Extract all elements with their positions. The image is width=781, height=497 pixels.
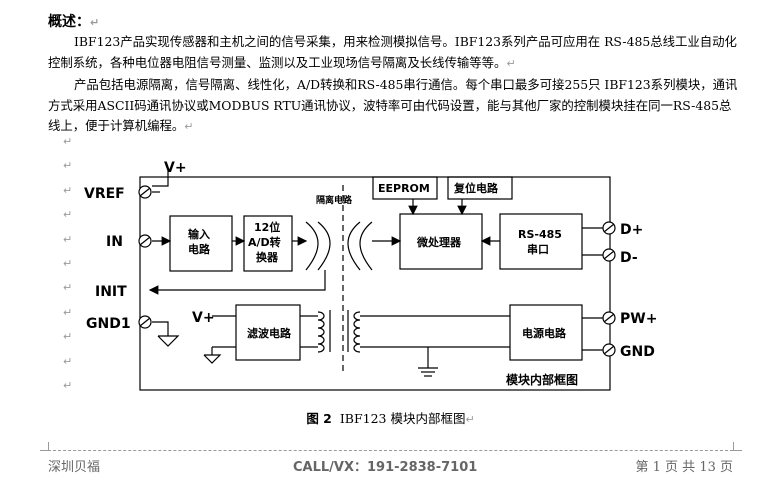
- margin-corner-right: [733, 442, 742, 451]
- label-in: IN: [106, 234, 123, 250]
- paragraph-features: 产品包括电源隔离，信号隔离、线性化，A/D转换和RS-485串行通信。每个串口最…: [48, 77, 738, 133]
- label-vref: VREF: [84, 186, 125, 202]
- module-frame: [139, 176, 611, 391]
- label-adc-1: 12位: [254, 220, 280, 234]
- rs485-block: [499, 213, 583, 270]
- terminal-dplus: [602, 221, 616, 235]
- power-block: [509, 304, 583, 361]
- label-gnd: GND: [620, 344, 655, 360]
- label-rs485-1: RS-485: [518, 228, 562, 241]
- label-eeprom: EEPROM: [378, 182, 430, 195]
- terminal-gnd1: [138, 315, 152, 329]
- label-filter: 滤波电路: [247, 326, 292, 340]
- label-mcu: 微处理器: [416, 235, 462, 249]
- label-dplus: D+: [620, 222, 643, 238]
- terminal-dminus: [602, 248, 616, 262]
- terminal-gnd: [602, 343, 616, 357]
- label-input-circuit-1: 输入: [188, 227, 210, 241]
- label-gnd1: GND1: [86, 316, 131, 332]
- margin-corner-left: [40, 442, 49, 451]
- label-reset: 复位电路: [453, 181, 499, 195]
- label-input-circuit-2: 电路: [188, 242, 211, 256]
- label-init: INIT: [95, 284, 127, 300]
- footer-divider: [48, 450, 733, 451]
- label-vplus-top: V+: [164, 160, 187, 176]
- eeprom-block: [372, 176, 438, 200]
- label-box-title: 模块内部框图: [506, 372, 578, 387]
- footer-page-number: 第 1 页 共 13 页: [635, 460, 733, 475]
- adc-block: [243, 215, 293, 272]
- terminal-in: [138, 234, 152, 248]
- paragraph-overview: IBF123产品实现传感器和主机之间的信号采集，用来检测模拟信号。IBF123系…: [48, 34, 737, 70]
- input-circuit-block: [169, 215, 233, 272]
- label-rs485-2: 串口: [527, 242, 549, 256]
- label-adc-3: 换器: [256, 250, 279, 264]
- terminal-pwplus: [602, 311, 616, 325]
- footer-contact: CALL/VX：191-2838-7101: [293, 460, 478, 475]
- section-heading: 概述：↵: [48, 14, 100, 30]
- terminal-vref: [138, 185, 152, 199]
- label-adc-2: A/D转: [248, 235, 281, 249]
- empty-paragraph-marks: ↵↵↵ ↵↵↵ ↵↵↵ ↵↵: [63, 135, 73, 392]
- label-isolation: 隔离电路: [316, 194, 353, 206]
- label-dminus: D-: [620, 250, 638, 266]
- label-power: 电源电路: [522, 326, 567, 340]
- label-vplus-bottom: V+: [192, 310, 215, 326]
- filter-block: [235, 304, 301, 361]
- footer-left: 深圳贝福: [48, 460, 101, 475]
- figure-caption: 图 2 IBF123 模块内部框图↵: [306, 411, 475, 426]
- label-pwplus: PW+: [620, 311, 657, 327]
- reset-block: [447, 176, 513, 200]
